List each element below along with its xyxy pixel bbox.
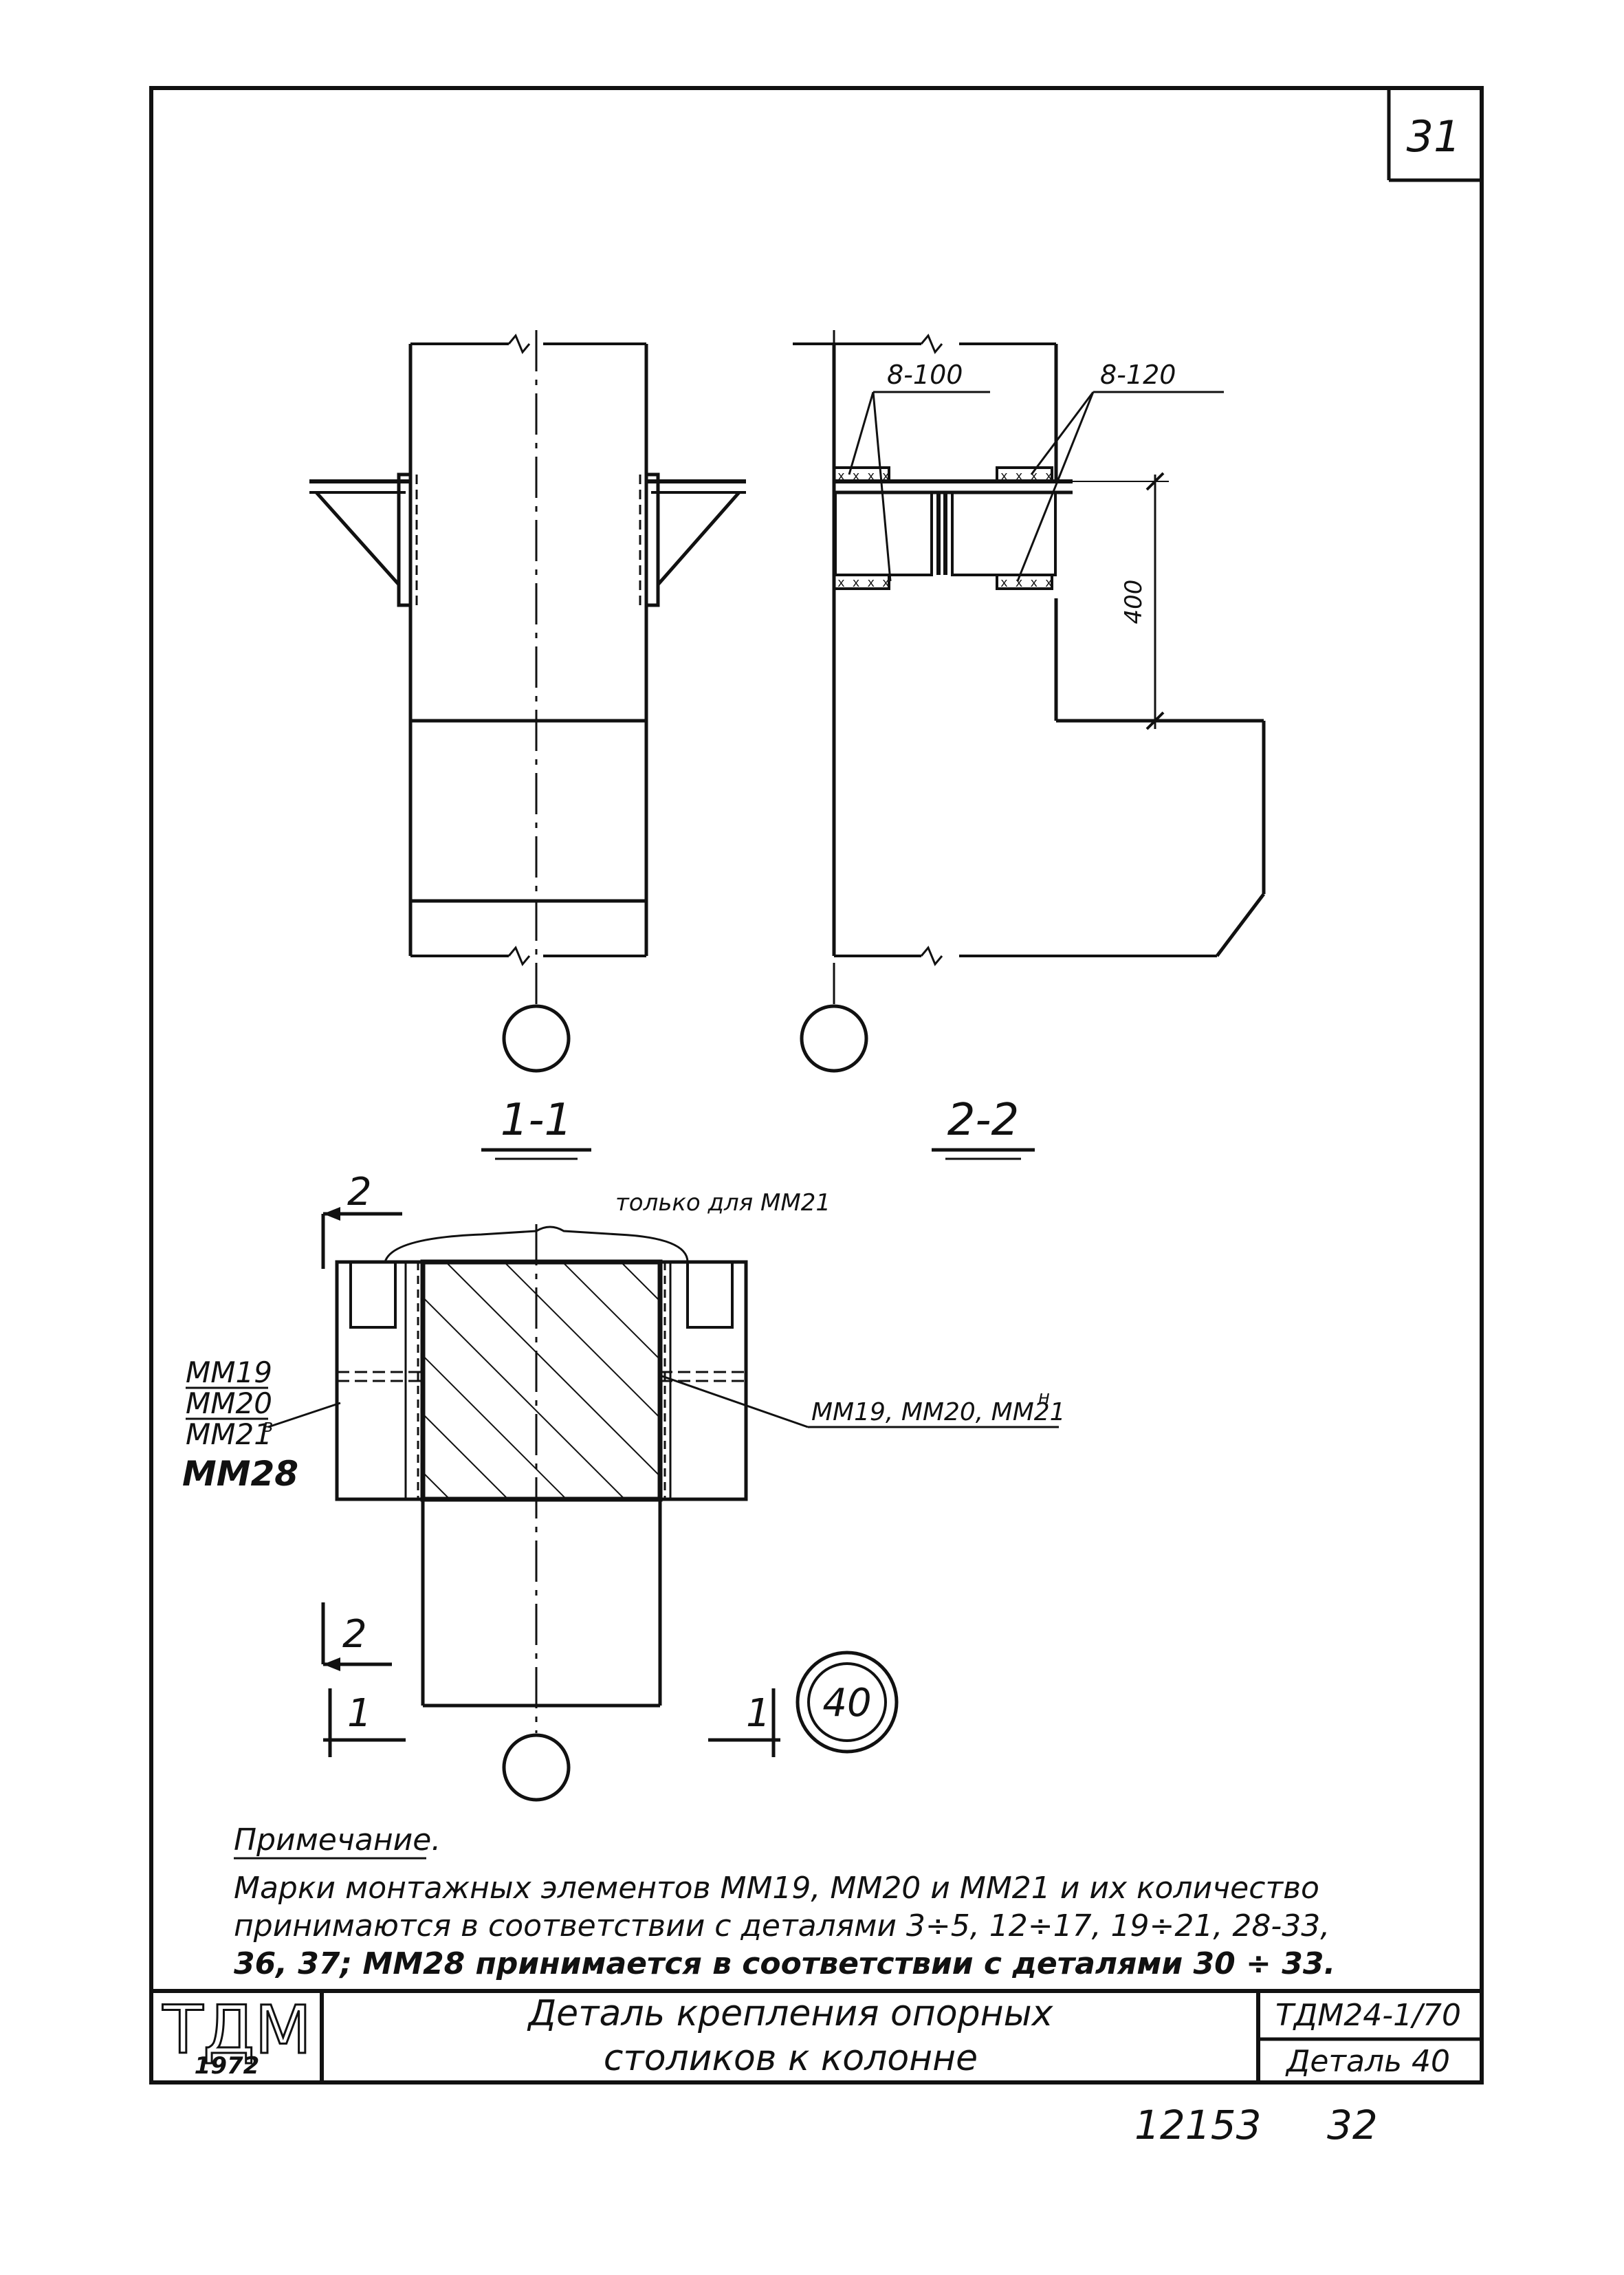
- note-block: Примечание. Марки монтажных элементов ММ…: [234, 1822, 1335, 1981]
- detail-bubble-inner: [807, 1662, 887, 1742]
- logo-tdm: ТДМ: [162, 1992, 311, 2069]
- cut-1-left: 1: [347, 1691, 372, 1736]
- cut-2-bottom: 2: [342, 1612, 367, 1657]
- section-1-1-view: 1-1: [309, 330, 746, 1160]
- right-marks: ММ19, ММ20, ММ21: [811, 1398, 1066, 1426]
- section-2-2-view: x x x x x x x x x x x x x x x x 8-100 8-…: [793, 330, 1266, 1160]
- detail-bubble-outer: [795, 1651, 899, 1754]
- title-line-1: Деталь крепления опорных: [527, 1993, 1054, 2034]
- section-2-2-label: 2-2: [947, 1095, 1020, 1146]
- doc-code: ТДМ24-1/70: [1275, 1998, 1461, 2033]
- dim-8-120: 8-120: [1100, 360, 1176, 390]
- left-mark-mm28: ММ28: [182, 1454, 298, 1494]
- note-line-1: Марки монтажных элементов ММ19, ММ20 и М…: [234, 1871, 1319, 1906]
- svg-text:x x x x: x x x x: [1000, 576, 1053, 590]
- left-mark-mm20: ММ20: [186, 1386, 272, 1420]
- note-heading: Примечание.: [234, 1822, 441, 1858]
- detail-label: Деталь 40: [1285, 2044, 1450, 2079]
- left-mark-mm21: ММ21: [186, 1417, 272, 1451]
- axis-bubble-1-1: [502, 1004, 571, 1073]
- detail-number: 40: [822, 1681, 871, 1726]
- cut-2-top: 2: [347, 1170, 372, 1215]
- left-mark-mm19: ММ19: [186, 1356, 272, 1389]
- note-line-2: принимаются в соответствии с деталями 3÷…: [234, 1908, 1330, 1944]
- svg-text:x x x x: x x x x: [837, 576, 890, 590]
- title-line-2: столиков к колонне: [604, 2038, 978, 2079]
- title-block: ТДМ 1972 Деталь крепления опорных столик…: [151, 1989, 1482, 2082]
- outer-frame: [149, 86, 1484, 2084]
- axis-bubble-2-2: [800, 1004, 868, 1073]
- left-mark-superscript: в: [263, 1416, 273, 1437]
- plan-view: 2 только для ММ21 ММ19 ММ20 ММ21 в ММ28: [182, 1170, 1066, 1802]
- bottom-code: 12153: [1134, 2102, 1262, 2148]
- dim-8-100: 8-100: [887, 360, 963, 390]
- cut-1-right: 1: [746, 1691, 771, 1736]
- axis-bubble-plan: [502, 1733, 571, 1802]
- column-section: [420, 1259, 663, 1502]
- right-mark-superscript: н: [1038, 1387, 1050, 1408]
- bottom-page: 32: [1327, 2102, 1378, 2148]
- note-only-for-mm21: только для ММ21: [615, 1189, 831, 1217]
- note-line-3: 36, 37; ММ28 принимается в соответствии …: [234, 1946, 1335, 1981]
- sheet-number-box: 31: [1387, 88, 1482, 182]
- sheet-number: 31: [1407, 111, 1461, 162]
- section-1-1-label: 1-1: [501, 1095, 573, 1146]
- dim-400: 400: [1120, 580, 1148, 624]
- svg-text:x x x x: x x x x: [1000, 469, 1053, 483]
- title-year: 1972: [195, 2052, 260, 2080]
